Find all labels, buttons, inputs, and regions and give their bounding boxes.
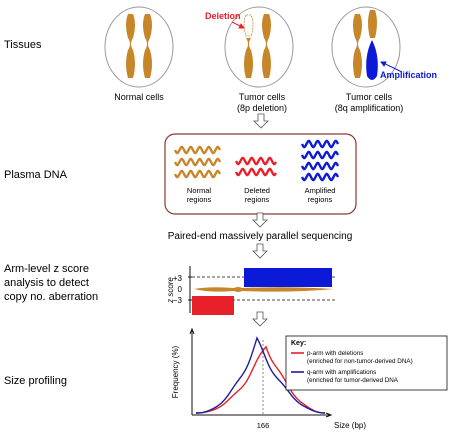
zscore-tick-plus3: +3	[173, 274, 183, 283]
amplified-regions-line2: regions	[308, 195, 333, 204]
deleted-dna-strand-1	[234, 167, 278, 177]
amplified-dna-strand-2	[300, 161, 340, 171]
amplification-bar	[244, 268, 332, 287]
zscore-chart: +3 0 −3 z score	[166, 266, 335, 315]
amplified-dna-strand-3	[300, 172, 340, 182]
deletion-bar	[192, 296, 234, 315]
normal-regions-line1: Normal	[187, 186, 212, 195]
size-profile-chart: Frequency (%) Size (bp) 166	[171, 327, 366, 430]
deleted-regions-line1: Deleted	[244, 186, 270, 195]
amplified-regions-line1: Amplified	[305, 186, 336, 195]
tumor1-label-line1: Tumor cells	[239, 92, 286, 102]
down-arrow-1-icon	[253, 113, 269, 129]
deleted-chromosome	[244, 38, 253, 78]
key-item-2-line1: q-arm with amplifications	[307, 369, 376, 376]
q-arm-amplification-curve	[196, 336, 325, 414]
tumor1-chromosome-right	[262, 14, 271, 78]
normal-chromosome-right	[143, 14, 152, 78]
dna-waves	[173, 139, 340, 182]
zscore-chromosome	[194, 287, 334, 292]
sequencing-label: Paired-end massively parallel sequencing	[168, 231, 353, 242]
section-zscore-line1: Arm-level z score	[4, 263, 89, 275]
deletion-arrow	[231, 21, 245, 29]
size-chart-xtick-166: 166	[257, 421, 270, 430]
tumor-cell-amplification	[331, 6, 401, 88]
key-item-1-line2: (enriched for non-tumor-derived DNA)	[307, 358, 413, 365]
amplification-arrow	[380, 61, 403, 73]
normal-cell	[104, 6, 174, 88]
key-item-2-line2: (enriched for tumor-derived DNA	[307, 377, 399, 384]
normal-dna-strand-1	[173, 157, 222, 167]
amplified-dna-strand-1	[300, 150, 340, 160]
down-arrow-2-icon	[252, 212, 268, 228]
deleted-dna-strand-0	[234, 156, 278, 166]
tumor2-label-line1: Tumor cells	[346, 92, 393, 102]
tumor2-chromosome-left	[353, 14, 362, 78]
normal-chromosome-left	[126, 14, 135, 78]
amplification-label: Amplification	[380, 70, 437, 80]
size-chart-ylabel: Frequency (%)	[171, 345, 180, 398]
zscore-ylabel: z score	[166, 277, 175, 304]
tumor2-chromosome-top	[368, 10, 377, 38]
down-arrow-3-icon	[252, 243, 268, 259]
amplified-arm	[366, 40, 378, 80]
zscore-tick-0: 0	[178, 285, 183, 294]
deletion-label: Deletion	[205, 11, 241, 21]
section-zscore-line3: copy no. aberration	[4, 291, 98, 303]
deleted-arm-outline	[243, 14, 254, 37]
deleted-regions-line2: regions	[245, 195, 270, 204]
zscore-tick-minus3: −3	[173, 296, 183, 305]
section-zscore-line2: analysis to detect	[4, 277, 89, 289]
key-title: Key:	[291, 340, 306, 347]
tumor2-label-line2: (8q amplification)	[335, 103, 404, 113]
normal-dna-strand-0	[173, 145, 222, 155]
normal-dna-strand-2	[173, 169, 222, 179]
section-size-label: Size profiling	[4, 375, 67, 387]
amplified-dna-strand-0	[300, 139, 340, 149]
size-chart-xlabel: Size (bp)	[334, 421, 366, 430]
normal-regions-line2: regions	[187, 195, 212, 204]
section-plasma-label: Plasma DNA	[4, 169, 68, 181]
down-arrow-4-icon	[252, 311, 268, 327]
key-item-1-line1: p-arm with deletions	[307, 350, 363, 357]
tumor1-label-line2: (8p deletion)	[237, 103, 287, 113]
p-arm-deletion-curve	[196, 345, 325, 414]
section-tissues-label: Tissues	[4, 39, 42, 51]
normal-cells-label: Normal cells	[114, 92, 164, 102]
key-legend: Key: p-arm with deletions (enriched for …	[285, 335, 448, 391]
